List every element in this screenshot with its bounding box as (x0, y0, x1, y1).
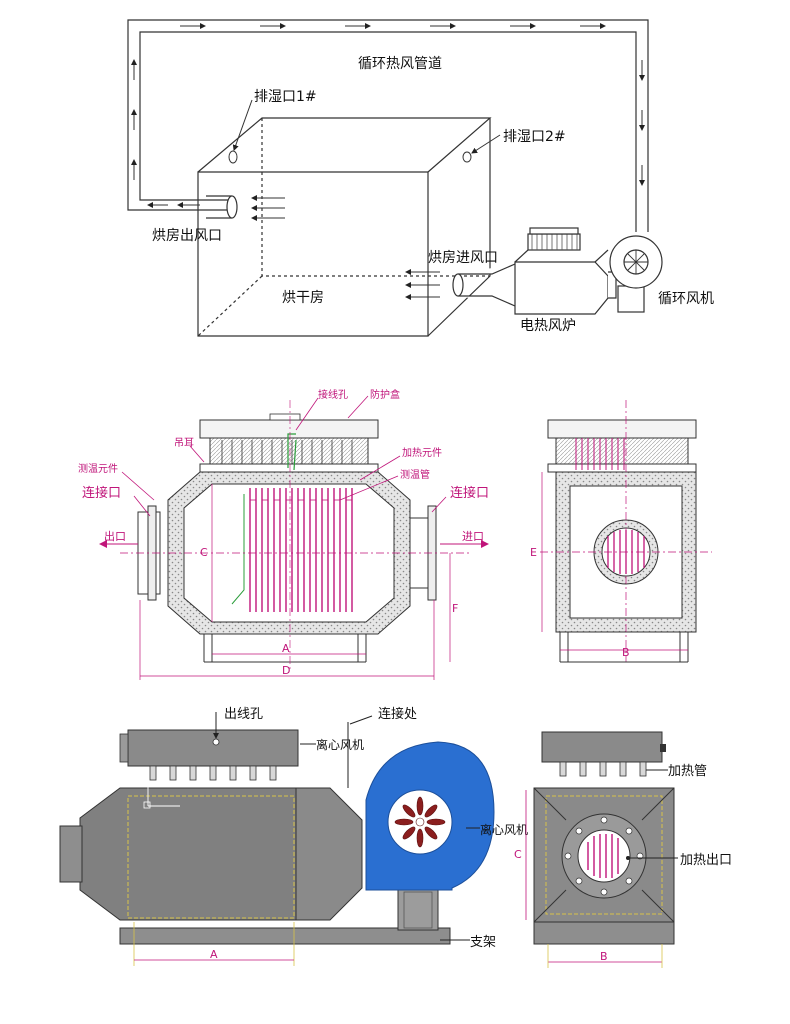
heater-body (79, 787, 297, 921)
side-dimensions (139, 484, 451, 680)
heating-tube-label: 加热管 (668, 764, 707, 779)
blower-top-label: 离心风机 (316, 737, 364, 752)
room-inlet-label: 烘房进风口 (428, 250, 498, 266)
side-legs (203, 634, 367, 663)
dim-a-side: A (282, 642, 290, 655)
heater-furnace-label: 电热风炉 (520, 318, 576, 334)
exhaust-1-label: 排湿口1# (254, 89, 317, 105)
drying-room-label: 烘干房 (282, 290, 324, 306)
room-outlet-arrows (251, 195, 285, 221)
dim-d-side: D (282, 664, 290, 677)
exhaust-1-leader (232, 99, 253, 151)
dim-f-side: F (452, 602, 458, 615)
temp-tube-label: 测温管 (400, 468, 430, 481)
duct-label: 循环热风管道 (358, 56, 442, 72)
top-terminal-box (127, 729, 299, 767)
blower-impeller (394, 796, 446, 848)
drying-room-box (197, 117, 492, 337)
dim-c-side: C (200, 546, 208, 559)
exhaust-2-leader (471, 134, 501, 154)
room-outlet-label: 烘房出风口 (152, 228, 222, 244)
section-drying-room: 循环热风管道 烘房出风口 排湿口1# 排湿口2# 烘干房 (127, 19, 714, 337)
exhaust-2-hole (462, 151, 472, 163)
exhaust-2-label: 排湿口2# (503, 129, 566, 145)
dim-b-front: B (622, 646, 630, 659)
room-inlet-pipe (452, 263, 516, 307)
connect-right-label: 连接口 (450, 485, 489, 501)
wiring-hole-label: 接线孔 (318, 388, 348, 401)
room-outlet-pipe (206, 195, 238, 219)
fan-heater-front-view: C B 加热管 加热出口 (514, 731, 732, 968)
heating-element-label: 加热元件 (402, 446, 442, 459)
dim-c-front: C (514, 848, 522, 861)
inlet-label: 进口 (462, 530, 484, 543)
blower-side-label: 离心风机 (480, 822, 528, 837)
outlet-label: 出口 (104, 529, 126, 543)
heater-front-view: B E (530, 400, 712, 663)
cable-hole-label: 出线孔 (224, 707, 263, 722)
dim-b-bottom: B (600, 950, 608, 963)
support-base (119, 927, 451, 945)
protect-box-label: 防护盒 (370, 388, 400, 401)
temp-element-label: 测温元件 (78, 462, 118, 475)
circulation-fan-label: 循环风机 (658, 291, 714, 307)
heat-outlet-label: 加热出口 (680, 853, 732, 868)
protect-box (199, 419, 379, 439)
dim-a-bottom: A (210, 948, 218, 961)
joint-label: 连接处 (378, 706, 417, 722)
temp-probe (287, 433, 297, 471)
room-inlet-arrows (405, 269, 440, 300)
section-heater-drawings: 出口 进口 接线孔 防护盒 吊耳 加热元件 测温元件 测温管 连接口 连接口 (78, 388, 712, 680)
section-heater-with-fan: 出线孔 离心风机 连接处 离心风机 支架 A (59, 706, 732, 968)
electric-heater-furnace (514, 227, 609, 315)
connect-left-label: 连接口 (82, 485, 121, 501)
circulation-duct (127, 19, 649, 232)
heating-elements (249, 488, 353, 612)
exhaust-1-hole (228, 150, 238, 164)
support-label: 支架 (470, 935, 496, 950)
duct-flow-arrows (131, 23, 645, 208)
dim-e-front: E (530, 546, 537, 559)
circulation-fan (608, 235, 663, 313)
heater-side-view: 出口 进口 接线孔 防护盒 吊耳 加热元件 测温元件 测温管 连接口 连接口 (78, 388, 489, 680)
lifting-lug-label: 吊耳 (174, 437, 194, 449)
